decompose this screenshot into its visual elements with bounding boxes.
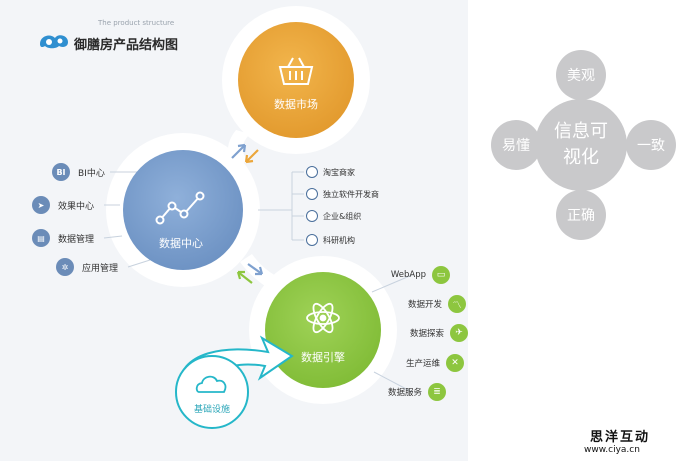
- basket-icon: [278, 57, 314, 85]
- page-title: 御膳房产品结构图: [74, 38, 179, 53]
- petal-top: 美观: [556, 50, 606, 100]
- petal-right-label: 一致: [637, 138, 665, 154]
- cloud-icon: [195, 375, 227, 393]
- right-item-label: WebApp: [390, 270, 426, 280]
- right-item-label: 数据探索: [409, 329, 444, 339]
- infrastructure-label: 基础设施: [193, 405, 231, 415]
- trend-icon: 〽: [448, 295, 466, 313]
- left-item-data-manage: ▤ 数据管理: [32, 229, 94, 247]
- flower-center: 信息可视化: [535, 99, 627, 191]
- middle-item: 独立软件开发商: [306, 188, 379, 200]
- data-engine-circle: [265, 272, 381, 388]
- petal-right: 一致: [626, 120, 676, 170]
- left-item-label: 效果中心: [58, 201, 95, 212]
- middle-item-label: 科研机构: [323, 235, 355, 245]
- data-center-label: 数据中心: [159, 237, 203, 250]
- right-item-ops: 生产运维 ✕: [376, 354, 464, 372]
- bi-icon: BI: [52, 163, 70, 181]
- petal-bottom-label: 正确: [567, 208, 595, 224]
- middle-item-label: 独立软件开发商: [323, 189, 379, 199]
- middle-item-label: 企业&组织: [323, 211, 362, 221]
- briefcase-icon: ▤: [32, 229, 50, 247]
- user-icon: [306, 210, 318, 222]
- user-icon: [306, 234, 318, 246]
- middle-item-label: 淘宝商家: [323, 167, 355, 177]
- logo-subtitle: The product structure: [98, 19, 175, 27]
- structure-diagram: [103, 6, 413, 429]
- watermark-url: www.ciya.cn: [584, 445, 640, 455]
- right-item-label: 数据开发: [407, 300, 442, 310]
- gear-icon: ✲: [56, 258, 74, 276]
- right-item-webapp: WebApp ▭: [376, 266, 450, 284]
- tools-icon: ✕: [446, 354, 464, 372]
- left-item-label: 数据管理: [58, 234, 95, 245]
- data-market-label: 数据市场: [274, 98, 318, 111]
- send-icon: ➤: [32, 196, 50, 214]
- data-engine-label: 数据引擎: [301, 351, 345, 364]
- flow-arrows: [231, 143, 264, 284]
- right-item-label: 生产运维: [405, 359, 440, 369]
- right-item-label: 数据服务: [387, 388, 422, 398]
- middle-item: 企业&组织: [306, 210, 361, 222]
- petal-left-label: 易懂: [502, 138, 530, 154]
- right-item-dev: 数据开发 〽: [376, 295, 466, 313]
- rocket-icon: ✈: [450, 324, 468, 342]
- monitor-icon: ▭: [432, 266, 450, 284]
- logo-icon: [40, 35, 68, 49]
- line-chart-icon: [155, 191, 205, 225]
- middle-item: 科研机构: [306, 234, 355, 246]
- flower-center-label: 信息可视化: [554, 121, 608, 168]
- atom-icon: [306, 302, 340, 334]
- left-item-app-manage: ✲ 应用管理: [56, 258, 118, 276]
- right-item-service: 数据服务 ≣: [370, 383, 446, 401]
- product-structure-panel: The product structure 御膳房产品结构图: [0, 0, 468, 461]
- petal-bottom: 正确: [556, 190, 606, 240]
- petal-left: 易懂: [491, 120, 541, 170]
- middle-item: 淘宝商家: [306, 166, 355, 178]
- left-item-label: 应用管理: [82, 263, 119, 274]
- user-icon: [306, 188, 318, 200]
- left-item-label: BI中心: [78, 168, 105, 179]
- left-item-effect: ➤ 效果中心: [32, 196, 94, 214]
- watermark-name: 思洋互动: [590, 430, 651, 445]
- right-item-explore: 数据探索 ✈: [376, 324, 468, 342]
- database-icon: ≣: [428, 383, 446, 401]
- user-icon: [306, 166, 318, 178]
- left-item-bi: BI BI中心: [52, 163, 105, 181]
- petal-top-label: 美观: [567, 68, 595, 84]
